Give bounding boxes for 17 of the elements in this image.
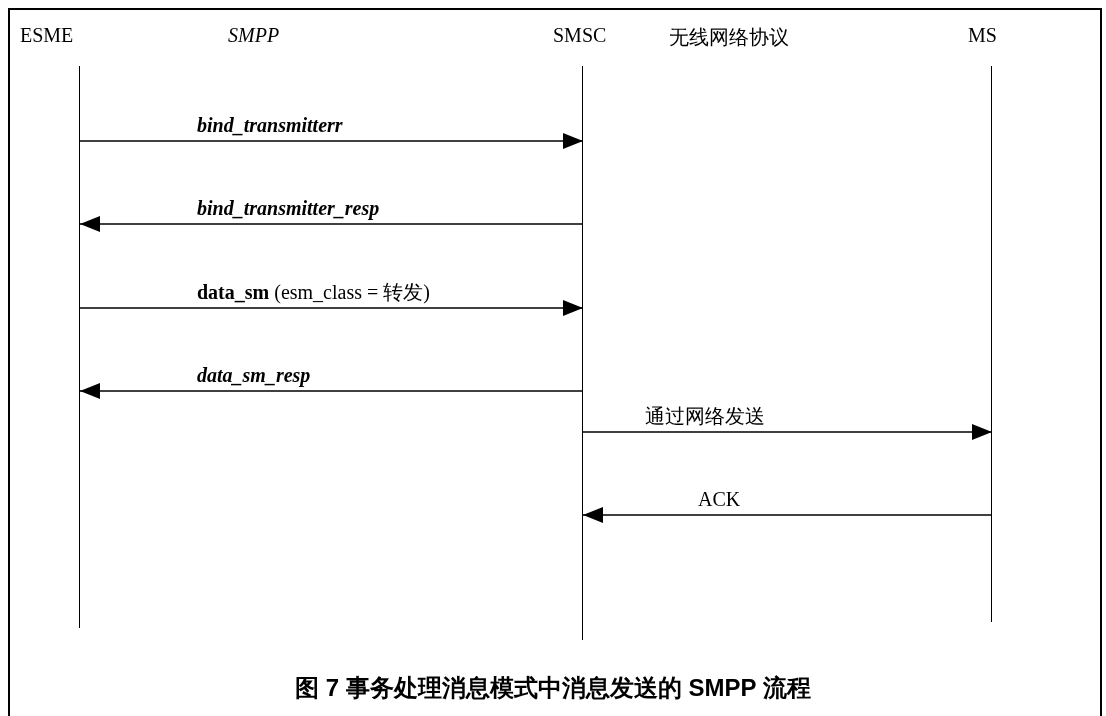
- edge-label: bind_transmitterr: [197, 114, 343, 136]
- arrow: [79, 133, 584, 149]
- caption: 图 7 事务处理消息模式中消息发送的 SMPP 流程: [295, 673, 811, 703]
- edge-label: 通过网络发送: [645, 405, 765, 427]
- edge-label: bind_transmitter_resp: [197, 197, 380, 219]
- arrow: [582, 424, 993, 440]
- arrow: [582, 507, 993, 523]
- participant-name: MS: [968, 24, 997, 47]
- arrow: [79, 383, 584, 399]
- protocol-label: SMPP: [228, 24, 280, 47]
- protocol-label: 无线网络协议: [669, 25, 789, 50]
- edge-label: data_sm_resp: [197, 364, 311, 386]
- participant-name: SMSC: [553, 24, 607, 47]
- arrow: [79, 216, 584, 232]
- participant-name: ESME: [20, 24, 74, 47]
- arrow: [79, 300, 584, 316]
- edge-label: data_sm (esm_class = 转发): [197, 281, 430, 303]
